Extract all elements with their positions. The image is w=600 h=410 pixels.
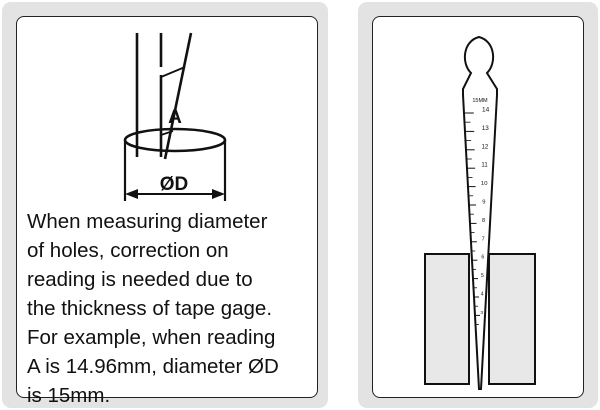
scale-label: 14 <box>482 107 490 114</box>
reading-window-bottom <box>160 130 174 136</box>
scale-label: 8 <box>482 218 485 224</box>
scale-label: 12 <box>481 143 488 150</box>
gage-right-edge <box>163 32 193 160</box>
reading-window-top <box>160 66 186 78</box>
taper-gauge-body <box>462 35 498 390</box>
description-line: the thickness of tape gage. <box>27 297 273 320</box>
right-diagram-card: 15MM 14 13 12 11 10 9 8 7 6 5 4 3 <box>372 16 584 398</box>
gauge-scale: 14 13 12 11 10 9 8 7 6 5 4 3 <box>464 107 490 326</box>
scale-label: 7 <box>482 236 485 242</box>
gauge-block-right <box>488 253 536 385</box>
left-diagram-card: A ØD When measuring diameter of holes, c… <box>16 16 318 407</box>
description-line: For example, when reading <box>27 326 276 349</box>
gauge-header: 15MM <box>472 98 488 104</box>
scale-label: 13 <box>482 125 490 132</box>
arrowhead-left-icon <box>125 189 138 199</box>
scale-label: 3 <box>480 310 483 316</box>
arrowhead-right-icon <box>212 189 225 199</box>
scale-label: 5 <box>481 273 484 279</box>
hole-ellipse <box>123 127 227 153</box>
description-line: When measuring diameter <box>27 210 268 233</box>
measurement-description: When measuring diameter of holes, correc… <box>27 207 317 410</box>
hole-measurement-diagram: A ØD <box>123 32 227 201</box>
scale-label: 6 <box>481 255 484 261</box>
scale-label: 4 <box>481 292 484 298</box>
diameter-label-backdrop <box>151 173 197 193</box>
label-a: A <box>168 107 182 128</box>
label-diameter: ØD <box>160 174 189 195</box>
scale-label: 11 <box>481 163 488 169</box>
left-panel: A ØD When measuring diameter of holes, c… <box>2 2 328 408</box>
description-line: reading is needed due to <box>27 268 253 291</box>
taper-gauge-diagram: 15MM 14 13 12 11 10 9 8 7 6 5 4 3 <box>424 35 536 390</box>
right-panel: 15MM 14 13 12 11 10 9 8 7 6 5 4 3 <box>358 2 598 408</box>
scale-label: 9 <box>482 200 485 206</box>
description-line: of holes, correction on <box>27 239 229 262</box>
description-line: A is 14.96mm, diameter ØD <box>27 355 279 378</box>
scale-label: 10 <box>481 181 488 187</box>
gauge-block-left <box>424 253 470 385</box>
description-line: is 15mm. <box>27 384 111 407</box>
